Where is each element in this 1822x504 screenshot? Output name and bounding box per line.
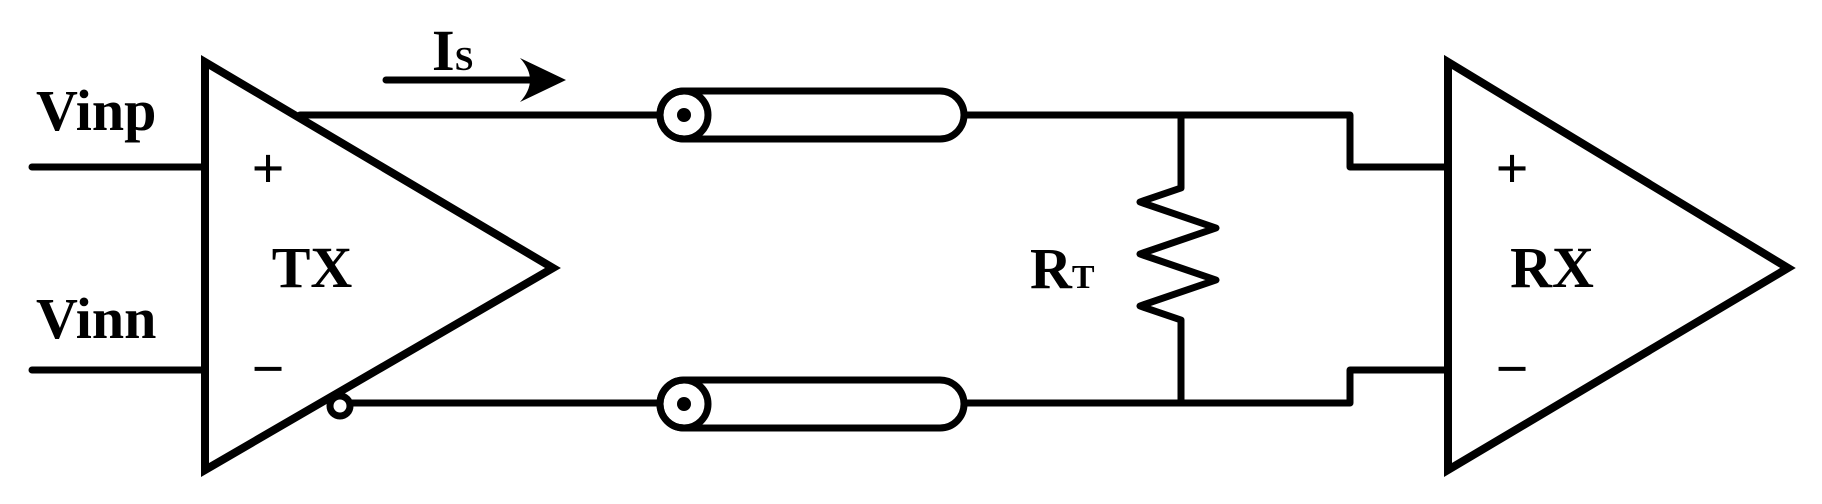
tx-label: TX xyxy=(272,235,353,300)
tx-minus-sign: − xyxy=(251,336,284,401)
resistor-label-main: R xyxy=(1030,236,1073,301)
upper-coax-end-left xyxy=(656,87,712,143)
upper-transmission-line xyxy=(656,87,968,143)
vinn-label: Vinn xyxy=(36,286,156,351)
rx-label: RX xyxy=(1510,235,1594,300)
tx-amplifier xyxy=(201,54,561,477)
lower-transmission-line xyxy=(656,376,968,432)
lower-coax-end-left xyxy=(656,376,712,432)
vinp-label: Vinp xyxy=(36,78,156,143)
resistor-label: RT xyxy=(1030,236,1095,301)
rx-amplifier xyxy=(1444,54,1796,478)
inverting-output-bubble xyxy=(326,392,354,420)
upper-coax-core xyxy=(677,108,691,122)
rx-plus-sign: + xyxy=(1495,136,1528,201)
upper-line-to-rx-wire xyxy=(960,111,1452,171)
current-label: IS xyxy=(432,18,474,83)
current-label-main: I xyxy=(432,18,455,83)
termination-resistor xyxy=(1136,111,1220,407)
tx-plus-sign: + xyxy=(251,136,284,201)
current-label-sub: S xyxy=(455,41,474,78)
current-arrow-head xyxy=(520,58,566,102)
lower-line-to-rx-wire xyxy=(960,366,1452,407)
resistor-label-sub: T xyxy=(1072,259,1095,296)
lower-coax-core xyxy=(677,397,691,411)
rx-minus-sign: − xyxy=(1495,336,1528,401)
